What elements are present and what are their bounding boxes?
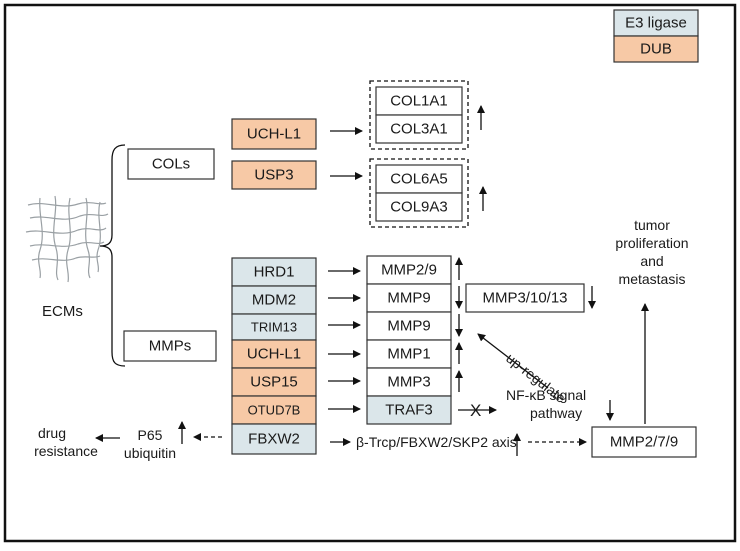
regulator-hrd1-label: HRD1 (254, 264, 295, 281)
p65-line2: ubiquitin (124, 445, 176, 461)
cols-label: COLs (152, 156, 190, 173)
col-regulator-uchl1-label: UCH-L1 (247, 126, 301, 143)
col-group1-dashed-frame (369, 80, 469, 150)
block-mark: X (470, 401, 481, 420)
col3a1-box (375, 114, 463, 144)
col3a1-label: COL3A1 (390, 121, 448, 138)
ecms-label: ECMs (42, 303, 83, 320)
nfkb-line1: NF-κB signal (506, 387, 586, 403)
regulator-otud7b-label: OTUD7B (248, 403, 301, 418)
mmp-targets: MMP2/9 MMP9 MMP9 MMP1 MMP3 TRAF3 (366, 255, 452, 425)
regulator-uchl1-label: UCH-L1 (247, 346, 301, 363)
target-mmp2-9-label: MMP2/9 (381, 262, 437, 279)
axis-label: β-Trcp/FBXW2/SKP2 axis (356, 434, 517, 450)
regulator-fbxw2-box (231, 423, 317, 455)
drug-line2: resistance (34, 443, 98, 459)
outcome-text: tumor proliferation and metastasis (615, 217, 688, 287)
outcome-line1: tumor (634, 217, 670, 233)
mmps-box (123, 330, 217, 362)
regulator-usp15-label: USP15 (250, 374, 298, 391)
mmp2-7-9-label: MMP2/7/9 (610, 434, 678, 451)
target-mmp1-box (366, 339, 452, 369)
col1a1-label: COL1A1 (390, 93, 448, 110)
drug-line1: drug (38, 425, 66, 441)
nfkb-line2: pathway (530, 405, 582, 421)
regulator-mdm2-box (231, 285, 317, 315)
target-mmp9-b-box (366, 311, 452, 341)
target-traf3-box (366, 395, 452, 425)
col6a5-label: COL6A5 (390, 171, 448, 188)
ecm-mesh-icon (25, 195, 109, 283)
mmps-label: MMPs (149, 338, 192, 355)
p65-line1: P65 (138, 427, 163, 443)
col9a3-label: COL9A3 (390, 199, 448, 216)
target-mmp3-box (366, 367, 452, 397)
regulator-trim13-box (231, 313, 317, 341)
regulator-otud7b-box (231, 395, 317, 425)
outcome-line3: and (640, 253, 663, 269)
col1a1-box (375, 86, 463, 116)
cols-box (127, 148, 215, 180)
arrow-upregulate (477, 333, 549, 389)
outcome-line2: proliferation (615, 235, 688, 251)
regulator-uchl1-box (231, 339, 317, 369)
col-group2-dashed-frame (369, 158, 469, 228)
target-mmp9-a-label: MMP9 (387, 290, 430, 307)
regulator-mdm2-label: MDM2 (252, 292, 296, 309)
outer-frame (3, 3, 737, 543)
mmp2-7-9-box (591, 426, 697, 458)
legend: E3 ligase DUB (613, 9, 699, 63)
target-traf3-label: TRAF3 (385, 402, 433, 419)
mmp3-10-13-box (465, 283, 585, 313)
mmp-regulators: HRD1 MDM2 TRIM13 UCH-L1 USP15 OTUD7B FBX… (231, 257, 317, 455)
mmp3-10-13-label: MMP3/10/13 (482, 290, 567, 307)
legend-dub-swatch (613, 35, 699, 63)
ecm-bracket (99, 144, 126, 367)
target-mmp3-label: MMP3 (387, 374, 430, 391)
target-mmp9-b-label: MMP9 (387, 318, 430, 335)
regulator-usp15-box (231, 367, 317, 397)
col-regulator-usp3-label: USP3 (254, 167, 293, 184)
legend-dub-label: DUB (640, 41, 672, 58)
legend-e3-label: E3 ligase (625, 15, 687, 32)
col9a3-box (375, 192, 463, 222)
regulator-hrd1-box (231, 257, 317, 287)
outcome-line4: metastasis (619, 271, 686, 287)
col-regulator-uchl1-box (231, 118, 317, 150)
col-regulator-usp3-box (231, 160, 317, 190)
target-mmp1-label: MMP1 (387, 346, 430, 363)
regulator-trim13-label: TRIM13 (251, 320, 297, 335)
regulator-fbxw2-label: FBXW2 (248, 431, 300, 448)
